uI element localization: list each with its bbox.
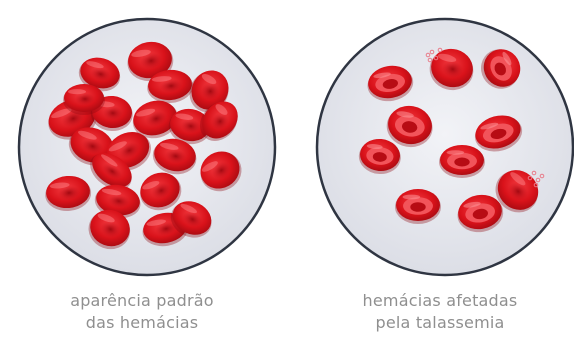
caption-normal-line2: das hemácias [22, 312, 262, 334]
thalassemia-cell-6 [439, 145, 485, 178]
normal-cells-dish [19, 19, 275, 275]
caption-thalassemia: hemácias afetadas pela talassemia [320, 290, 560, 334]
caption-normal: aparência padrão das hemácias [22, 290, 262, 334]
caption-thalassemia-line2: pela talassemia [320, 312, 560, 334]
caption-thalassemia-line1: hemácias afetadas [320, 290, 560, 312]
caption-normal-line1: aparência padrão [22, 290, 262, 312]
thalassemia-cells-dish [317, 19, 573, 275]
normal-cell-20 [63, 84, 105, 115]
thalassemia-cell-8 [395, 189, 441, 224]
